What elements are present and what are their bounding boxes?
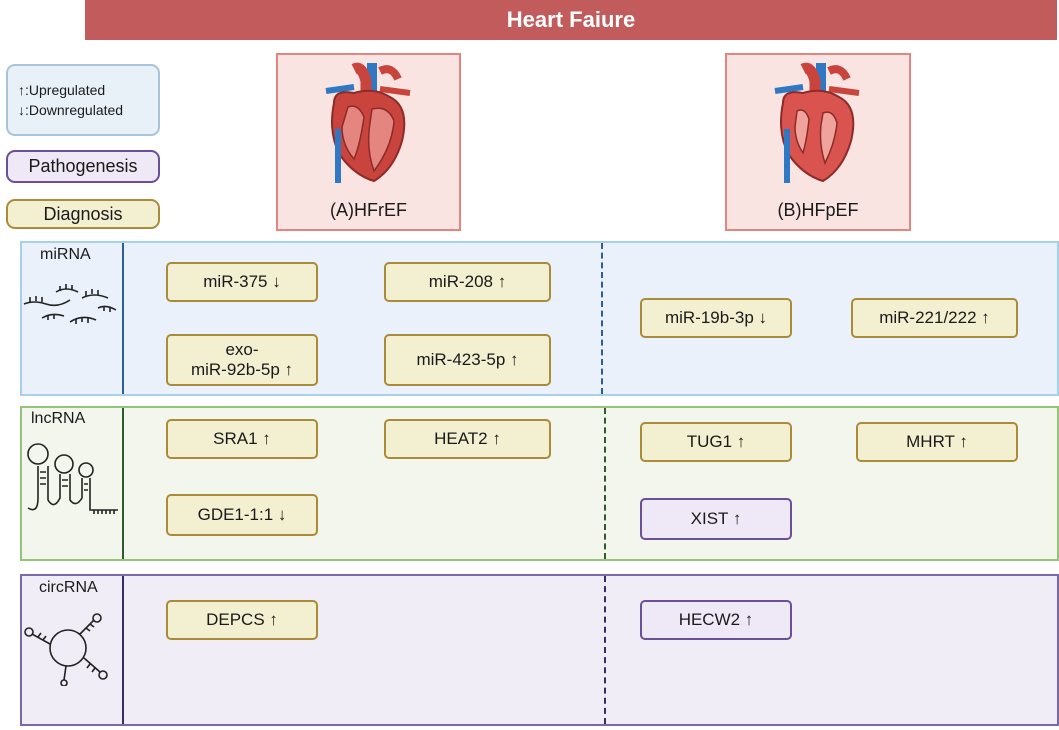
circrna-section xyxy=(20,574,1059,726)
mirna-label: miRNA xyxy=(40,246,91,263)
legend-pathogenesis: Pathogenesis xyxy=(6,150,160,183)
panel-b-caption: (B)HFpEF xyxy=(777,200,859,220)
circrna-b-tag-1: HECW2 ↑ xyxy=(640,600,792,640)
lncrna-icon xyxy=(27,443,118,514)
lncrna-a-tag-2: HEAT2 ↑ xyxy=(384,419,551,459)
mirna-divider xyxy=(122,243,124,394)
mirna-a-tag-3: exo- miR-92b-5p ↑ xyxy=(166,334,318,386)
circrna-label: circRNA xyxy=(39,579,98,596)
lncrna-a-tag-3: GDE1-1:1 ↓ xyxy=(166,494,318,536)
mirna-b-tag-1: miR-19b-3p ↓ xyxy=(640,298,792,338)
lncrna-b-tag-3: XIST ↑ xyxy=(640,498,792,540)
heart-icon xyxy=(774,62,860,183)
circrna-dashed-divider xyxy=(604,576,606,724)
legend-diagnosis-label: Diagnosis xyxy=(43,203,123,224)
mirna-a-tag-1: miR-375 ↓ xyxy=(166,262,318,302)
heart-icon xyxy=(325,62,410,183)
title-banner: Heart Faiure xyxy=(85,0,1057,40)
mirna-a-tag-2: miR-208 ↑ xyxy=(384,262,551,302)
circrna-icon xyxy=(24,613,108,686)
legend-diagnosis: Diagnosis xyxy=(6,199,160,229)
lncrna-a-tag-1: SRA1 ↑ xyxy=(166,419,318,459)
mirna-a-tag-4: miR-423-5p ↑ xyxy=(384,334,551,386)
panel-a-caption: (A)HFrEF xyxy=(330,200,407,220)
mirna-icon xyxy=(23,284,117,324)
legend-pathogenesis-label: Pathogenesis xyxy=(28,156,138,176)
lncrna-b-tag-1: TUG1 ↑ xyxy=(640,422,792,462)
panel-hfref: (A)HFrEF xyxy=(276,53,461,231)
panel-hfpef: (B)HFpEF xyxy=(725,53,911,231)
circrna-divider xyxy=(122,576,124,724)
lncrna-divider xyxy=(122,408,124,559)
mirna-dashed-divider xyxy=(601,243,603,394)
legend-down: ↓:Downregulated xyxy=(18,102,124,118)
lncrna-label: lncRNA xyxy=(31,410,86,427)
circrna-a-tag-1: DEPCS ↑ xyxy=(166,600,318,640)
arrow-legend: ↑:Upregulated ↓:Downregulated xyxy=(6,64,160,136)
diagram-title: Heart Faiure xyxy=(506,7,636,32)
lncrna-dashed-divider xyxy=(604,408,606,559)
lncrna-b-tag-2: MHRT ↑ xyxy=(856,422,1018,462)
mirna-b-tag-2: miR-221/222 ↑ xyxy=(851,298,1018,338)
legend-up: ↑:Upregulated xyxy=(18,82,106,98)
